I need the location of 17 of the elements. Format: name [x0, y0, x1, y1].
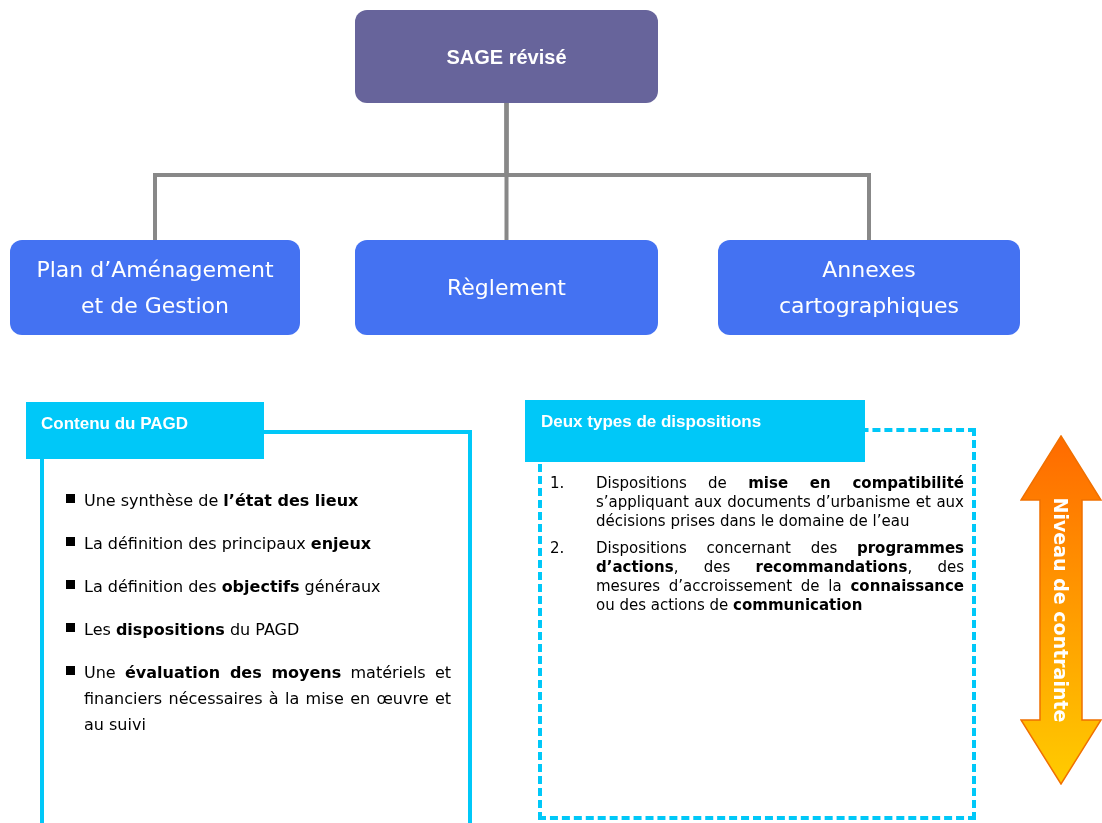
section-box: Plan d’Aménagement et de Gestion	[10, 240, 300, 335]
connector-line	[504, 103, 871, 240]
panel-heading: Contenu du PAGD	[26, 402, 264, 459]
section-box: Annexes cartographiques	[718, 240, 1020, 335]
bullet-text: La définition des objectifs généraux	[84, 576, 382, 598]
section-box: Règlement	[355, 240, 658, 335]
list-text: Dispositions concernant des programmes d’actions, des recommandations, des mesures d’accroissement de la connaissance ou des actions de communication	[596, 539, 964, 615]
panel-heading: Deux types de dispositions	[525, 400, 865, 462]
list-number: 1.	[550, 474, 566, 494]
bullet-text: Une évaluation des moyens matériels et financiers nécessaires à la mise en œuvre et au suivi	[84, 662, 451, 736]
root-box: SAGE révisé	[355, 10, 658, 103]
bullet-text: Les dispositions du PAGD	[84, 619, 301, 641]
bullet-text: Une synthèse de l’état des lieux	[84, 490, 360, 512]
bullet-text: La définition des principaux enjeux	[84, 533, 373, 555]
list-text: Dispositions de mise en compatibilité s’appliquant aux documents d’urbanisme et aux décisions prises dans le domaine de l’eau	[596, 474, 964, 531]
list-number: 2.	[550, 539, 566, 559]
arrow-label: Niveau de contrainte	[1049, 497, 1074, 723]
